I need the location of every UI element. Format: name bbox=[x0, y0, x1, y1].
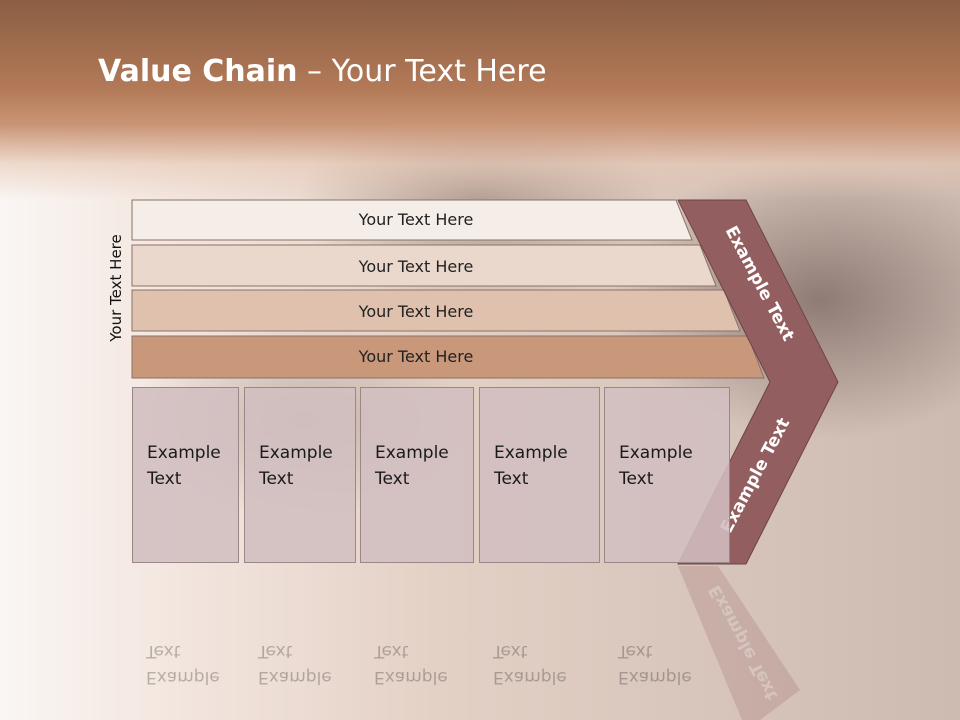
box-4-line2: Text bbox=[494, 469, 529, 489]
band-2-label: Your Text Here bbox=[358, 257, 474, 276]
activity-box-3[interactable]: Example Text bbox=[360, 387, 474, 563]
title-rest: – Your Text Here bbox=[297, 54, 547, 89]
band-1[interactable] bbox=[131, 199, 693, 241]
chevron-arrow[interactable] bbox=[677, 199, 839, 565]
activity-box-2[interactable]: Example Text bbox=[244, 387, 356, 563]
arrow-reflection bbox=[678, 566, 800, 720]
box-2-line1: Example bbox=[259, 443, 333, 463]
title-band bbox=[0, 0, 960, 200]
slide-title[interactable]: Value Chain – Your Text Here bbox=[98, 54, 547, 89]
band-1-label: Your Text Here bbox=[358, 210, 474, 229]
box-3-line1: Example bbox=[375, 443, 449, 463]
box-4-line1: Example bbox=[494, 443, 568, 463]
band-3[interactable] bbox=[131, 289, 741, 332]
box-2-line2: Text bbox=[259, 469, 294, 489]
box-5-line2: Text bbox=[619, 469, 654, 489]
band-3-label: Your Text Here bbox=[358, 302, 474, 321]
box-5-line1: Example bbox=[619, 443, 693, 463]
band-4-label: Your Text Here bbox=[358, 347, 474, 366]
box-3-line2: Text bbox=[375, 469, 410, 489]
activity-box-5[interactable]: Example Text bbox=[604, 387, 730, 563]
box-1-line1: Example bbox=[147, 443, 221, 463]
band-2[interactable] bbox=[131, 244, 717, 287]
title-bold: Value Chain bbox=[98, 54, 298, 89]
activity-box-1[interactable]: Example Text bbox=[132, 387, 239, 563]
activity-box-4[interactable]: Example Text bbox=[479, 387, 600, 563]
box-1-line2: Text bbox=[147, 469, 182, 489]
band-4[interactable] bbox=[131, 335, 765, 379]
